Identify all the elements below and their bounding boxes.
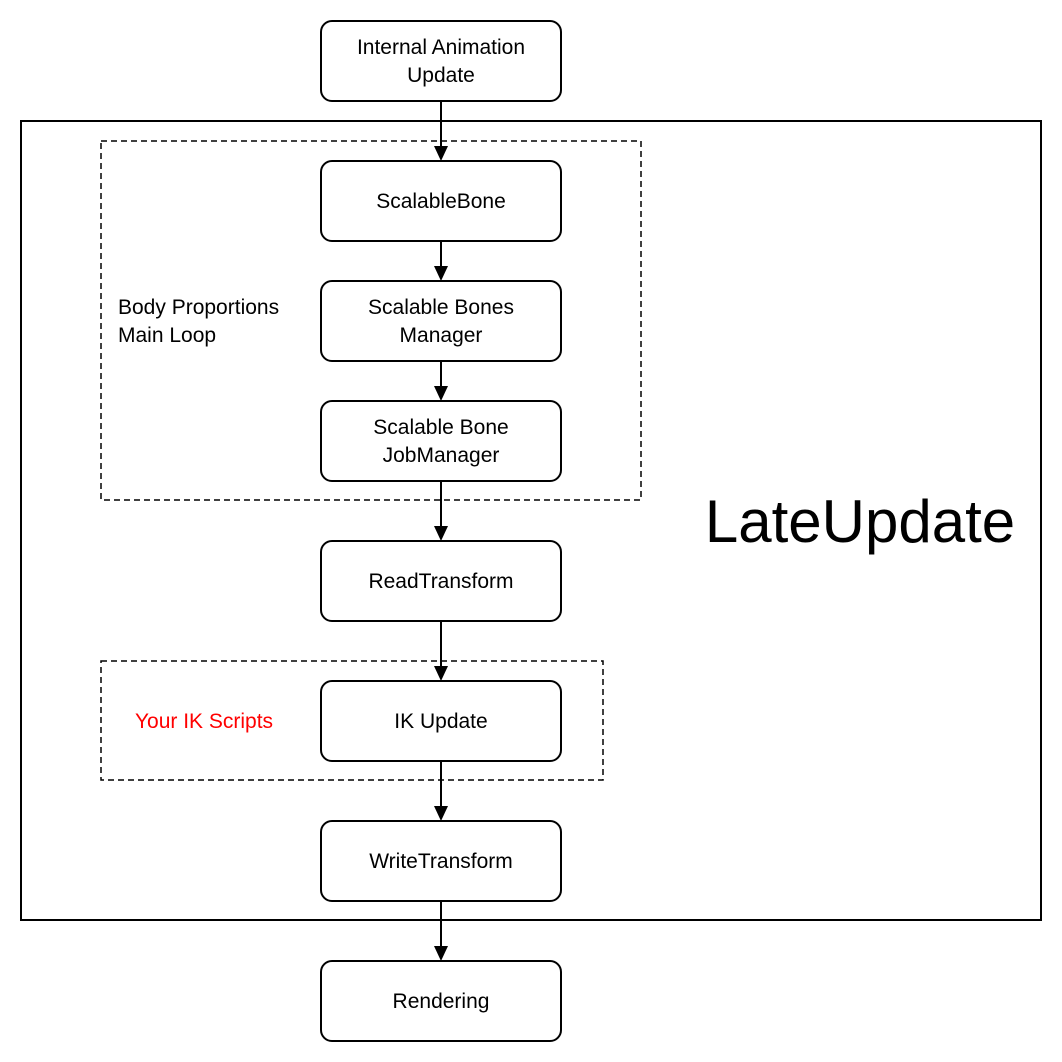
node-scalable-bones-manager-label-line-1: Scalable Bones [368, 296, 514, 319]
node-write-transform-label: WriteTransform [369, 850, 513, 873]
node-ik-update-box [320, 680, 562, 762]
node-ik-update-label: IK Update [394, 710, 487, 733]
node-internal-animation-update-label-line-2: Update [407, 64, 475, 87]
lateupdate-container: LateUpdate [20, 120, 1042, 921]
arrowhead-writetransform-to-rendering [434, 946, 448, 961]
node-scalable-bones-manager-box [320, 280, 562, 362]
node-rendering: Rendering [320, 960, 562, 1042]
node-rendering-label: Rendering [393, 990, 490, 1013]
group-body-proportions-label-line-2: Main Loop [118, 324, 216, 347]
arrowhead-jobmanager-to-readtransform [434, 526, 448, 541]
lateupdate-container-box [20, 120, 1042, 921]
node-write-transform: WriteTransform [320, 820, 562, 902]
group-body-proportions-box [100, 140, 642, 501]
node-scalable-bones-manager-label-line-2: Manager [400, 324, 483, 347]
node-scalable-bone-box [320, 160, 562, 242]
group-ik-scripts-box [100, 660, 604, 781]
node-internal-animation-update-box [320, 20, 562, 102]
node-scalable-bone-jobmanager-label-line-1: Scalable Bone [373, 416, 508, 439]
arrowhead-ikupdate-to-writetransform [434, 806, 448, 821]
node-scalable-bone-jobmanager-box [320, 400, 562, 482]
arrowhead-internal-to-scalablebone [434, 146, 448, 161]
node-ik-update: IK Update [320, 680, 562, 762]
group-ik-scripts: Your IK Scripts [100, 660, 604, 781]
node-rendering-box [320, 960, 562, 1042]
node-read-transform-box [320, 540, 562, 622]
node-scalable-bone-jobmanager-label-line-2: JobManager [383, 444, 500, 467]
node-scalable-bones-manager: Scalable Bones Manager [320, 280, 562, 362]
node-write-transform-box [320, 820, 562, 902]
node-scalable-bone: ScalableBone [320, 160, 562, 242]
node-scalable-bone-jobmanager: Scalable Bone JobManager [320, 400, 562, 482]
lateupdate-container-label: LateUpdate [705, 488, 1015, 555]
node-scalable-bone-label: ScalableBone [376, 190, 506, 213]
node-internal-animation-update: Internal Animation Update [320, 20, 562, 102]
node-internal-animation-update-label-line-1: Internal Animation [357, 36, 525, 59]
group-body-proportions: Body Proportions Main Loop [100, 140, 642, 501]
node-read-transform-label: ReadTransform [368, 570, 513, 593]
arrowhead-manager-to-jobmanager [434, 386, 448, 401]
node-read-transform: ReadTransform [320, 540, 562, 622]
edges [434, 101, 448, 961]
arrowhead-scalablebone-to-manager [434, 266, 448, 281]
group-ik-scripts-label: Your IK Scripts [135, 710, 273, 733]
arrowhead-readtransform-to-ikupdate [434, 666, 448, 681]
group-body-proportions-label-line-1: Body Proportions [118, 296, 279, 319]
